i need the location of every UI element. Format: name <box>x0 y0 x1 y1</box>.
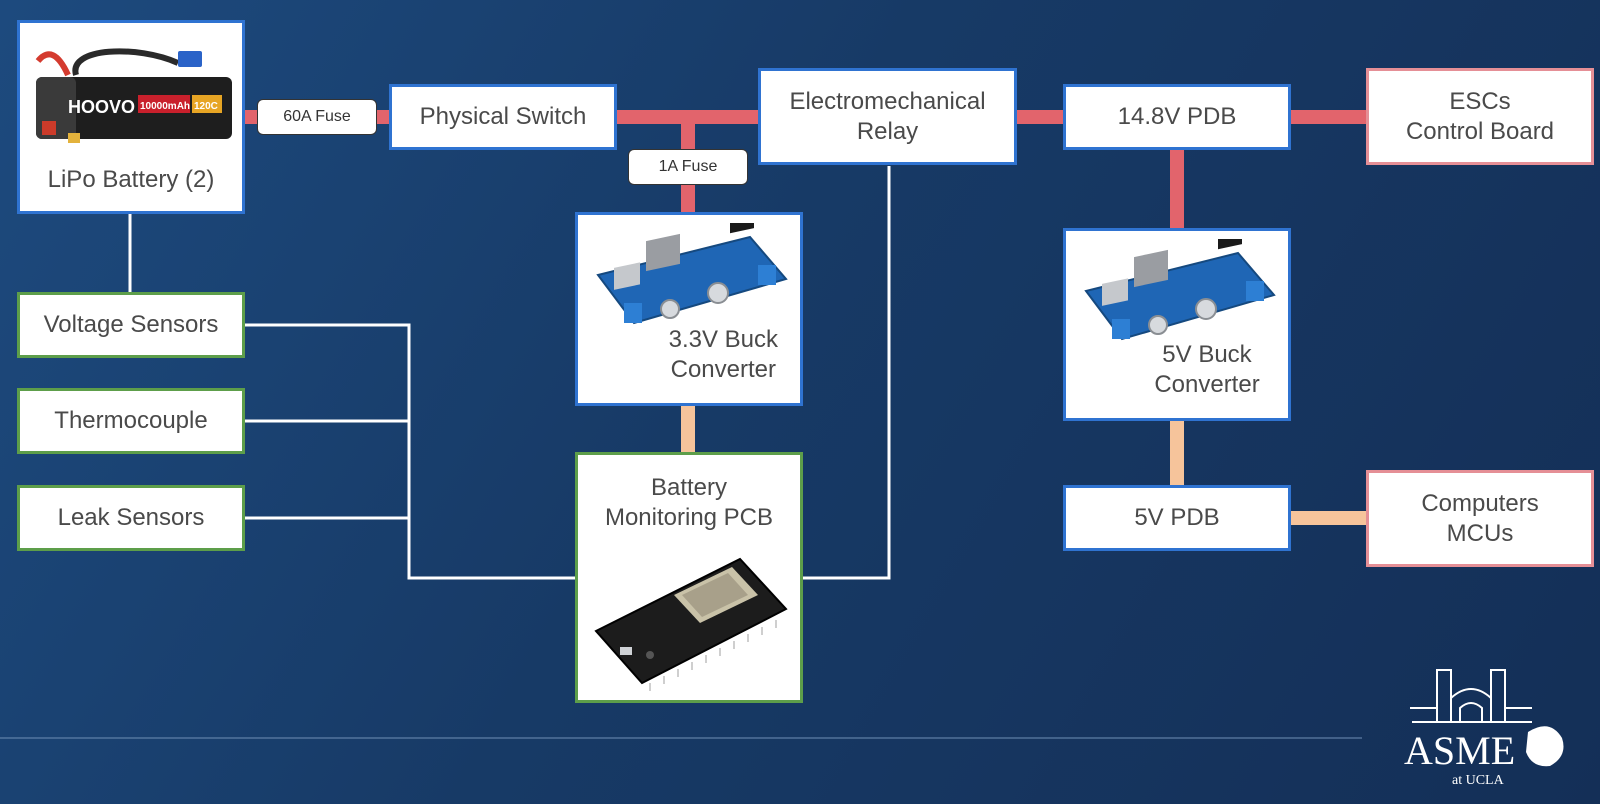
pdb-14v-box: 14.8V PDB <box>1063 84 1291 150</box>
battery-rating: 120C <box>194 101 218 112</box>
lipo-battery-box: HOOVO 10000mAh 120C LiPo Battery (2) <box>17 20 245 214</box>
buck-33v-label: 3.3V Buck Converter <box>668 326 778 383</box>
escs-label: ESCs Control Board <box>1405 87 1555 145</box>
buck-33v-picture <box>596 223 788 325</box>
escs-box: ESCs Control Board <box>1366 68 1594 165</box>
bms-label: Battery Monitoring PCB <box>604 474 774 531</box>
physical-switch-box: Physical Switch <box>389 84 617 150</box>
computers-label: Computers MCUs <box>1421 489 1539 547</box>
fuse-1a-label: 1A Fuse <box>658 158 718 175</box>
voltage-sensors-label: Voltage Sensors <box>43 311 219 338</box>
lipo-battery-picture: HOOVO 10000mAh 120C <box>35 48 232 143</box>
logo-text: ASME <box>1404 728 1515 773</box>
footer-divider <box>0 737 1362 739</box>
battery-capacity: 10000mAh <box>140 101 190 112</box>
leak-sensors-label: Leak Sensors <box>57 504 205 531</box>
voltage-sensors-box: Voltage Sensors <box>17 292 245 358</box>
buck-5v-box: 5V Buck Converter <box>1063 228 1291 421</box>
asme-ucla-logo: ASME at UCLA <box>1404 669 1564 788</box>
pdb-5v-label: 5V PDB <box>1134 504 1220 531</box>
royce-hall-outline-icon <box>1410 669 1532 723</box>
wire-bms-to-relay <box>800 166 891 580</box>
computers-box: Computers MCUs <box>1366 470 1594 567</box>
relay-label: Electromechanical Relay <box>789 87 986 145</box>
relay-box: Electromechanical Relay <box>758 68 1017 165</box>
esp32-board-picture <box>594 557 788 691</box>
bruin-head-icon <box>1526 726 1564 767</box>
pdb-14v-label: 14.8V PDB <box>1117 103 1237 130</box>
buck-33v-box: 3.3V Buck Converter <box>575 212 803 406</box>
logo-subtext: at UCLA <box>1452 773 1505 788</box>
fuse-60a-label: 60A Fuse <box>283 108 351 125</box>
bms-box: Battery Monitoring PCB <box>575 452 803 703</box>
lipo-battery-label: LiPo Battery (2) <box>47 166 215 193</box>
battery-brand: HOOVO <box>68 97 135 117</box>
wire-voltage-sensors-bus <box>244 323 576 580</box>
buck-5v-label: 5V Buck Converter <box>1154 341 1260 398</box>
leak-sensors-box: Leak Sensors <box>17 485 245 551</box>
buck-5v-picture <box>1084 239 1276 341</box>
signal-wires <box>128 166 891 580</box>
low-power-wires <box>681 404 1368 525</box>
pdb-5v-box: 5V PDB <box>1063 485 1291 551</box>
fuse-1a: 1A Fuse <box>628 149 748 185</box>
thermocouple-label: Thermocouple <box>54 407 208 434</box>
thermocouple-box: Thermocouple <box>17 388 245 454</box>
physical-switch-label: Physical Switch <box>419 103 587 130</box>
fuse-60a: 60A Fuse <box>257 99 377 135</box>
